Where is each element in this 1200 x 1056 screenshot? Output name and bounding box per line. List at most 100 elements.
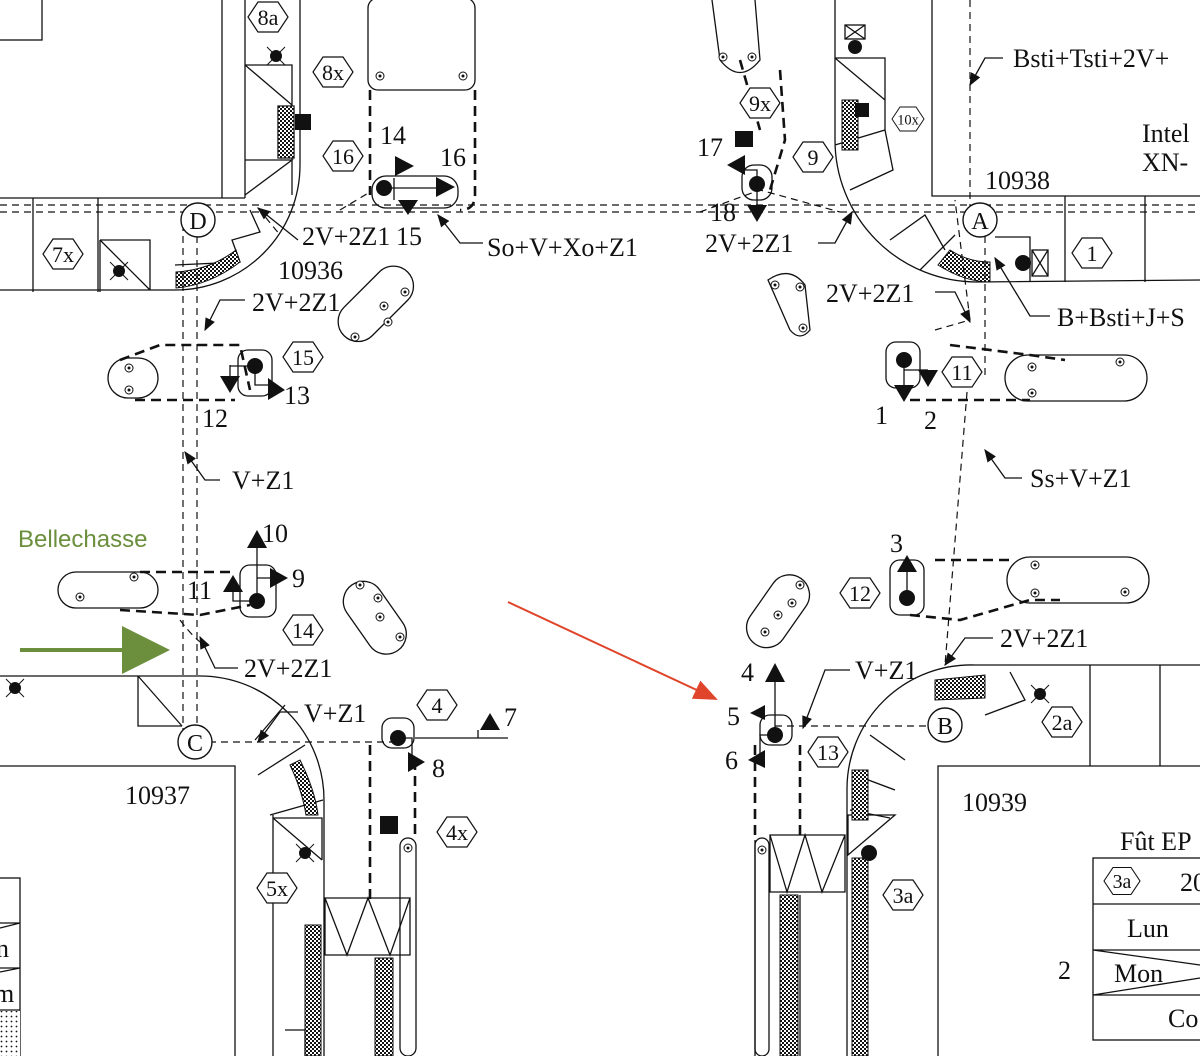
cable-labels: Bsti+Tsti+2V+ 2V+2Z1 So+V+Xo+Z1 2V+2Z1 2… xyxy=(125,44,1190,817)
note-line: XN- xyxy=(1142,148,1188,177)
cable-label: V+Z1 xyxy=(304,699,366,728)
pole-A: A xyxy=(962,202,998,238)
signal-number: 3 xyxy=(890,529,903,558)
cable-label: V+Z1 xyxy=(232,466,294,495)
signal-number: 4 xyxy=(741,658,754,687)
svg-text:13: 13 xyxy=(817,740,839,765)
table-tag: 3a xyxy=(1113,871,1132,893)
pole-B: B xyxy=(927,707,963,743)
signal-number: 16 xyxy=(440,143,466,172)
signal-number: 11 xyxy=(187,576,212,605)
signal-number: 8 xyxy=(432,754,445,783)
svg-text:12: 12 xyxy=(849,581,871,606)
signal-number: 1 xyxy=(875,401,888,430)
pole-C: C xyxy=(177,724,213,760)
signal-number: 13 xyxy=(284,381,310,410)
hex-tag: 14 xyxy=(282,614,324,646)
table-cell: m xyxy=(0,979,14,1008)
signal-number: 15 xyxy=(396,222,422,251)
cable-label: Bsti+Tsti+2V+ xyxy=(1013,44,1169,73)
hex-tag: 9 xyxy=(792,141,834,173)
table-side-label: 2 xyxy=(1058,956,1071,985)
hex-tag: 2a xyxy=(1041,706,1083,738)
hex-tag: 1 xyxy=(1087,241,1098,266)
hex-tag: 16 xyxy=(322,140,364,172)
cable-label: 2V+2Z1 xyxy=(1000,624,1088,653)
cable-label: 2V+2Z1 xyxy=(244,654,332,683)
pole-D: D xyxy=(180,202,216,238)
svg-text:16: 16 xyxy=(332,144,354,169)
hex-tag: 15 xyxy=(282,341,324,373)
hex-tag: 11 xyxy=(941,356,983,388)
leader-lines xyxy=(184,57,1050,744)
building-number: 10938 xyxy=(985,166,1050,195)
hex-tag: 4x xyxy=(436,816,478,848)
legend-table: Fût EP 3a 20 Lun Mon Co 2 xyxy=(1058,827,1200,1041)
svg-text:9x: 9x xyxy=(749,91,771,116)
cable-label: V+Z1 xyxy=(855,656,917,685)
islands xyxy=(57,265,1150,655)
signal-number: 2 xyxy=(924,406,937,435)
cable-label: 2V+2Z1 xyxy=(826,279,914,308)
hex-tags: 8a 8x 16 9x 9 10x 1 7x 15 11 12 14 4 4x … xyxy=(42,1,1098,911)
hex-tag: 10x xyxy=(891,106,925,132)
signal-number: 18 xyxy=(710,198,736,227)
signal-number: 10 xyxy=(262,519,288,548)
signal-number: 14 xyxy=(380,121,406,150)
cable-label: B+Bsti+J+S xyxy=(1057,303,1185,332)
cable-routes xyxy=(0,0,1200,900)
svg-text:11: 11 xyxy=(951,360,972,385)
svg-text:10x: 10x xyxy=(897,113,919,129)
table-cell: Co xyxy=(1168,1004,1198,1033)
table-cell: Lun xyxy=(1127,914,1169,943)
signal-number: 12 xyxy=(202,404,228,433)
svg-text:4: 4 xyxy=(432,693,443,718)
signal-number: 5 xyxy=(727,702,740,731)
cable-label: 2V+2Z1 xyxy=(705,229,793,258)
svg-text:5x: 5x xyxy=(266,876,288,901)
building-number: 10937 xyxy=(125,781,190,810)
table-cell: 20 xyxy=(1180,868,1200,897)
pole-label: B xyxy=(937,714,953,740)
cable-label: Ss+V+Z1 xyxy=(1030,464,1132,493)
hex-tag: 13 xyxy=(807,736,849,768)
left-table: n m xyxy=(0,877,21,1056)
cable-label: 2V+2Z1 xyxy=(302,222,390,251)
pole-label: C xyxy=(187,731,203,757)
signal-number: 7 xyxy=(504,703,517,732)
hex-tag: 9x xyxy=(739,87,781,119)
hex-tag: 12 xyxy=(839,577,881,609)
signal-number: 9 xyxy=(292,564,305,593)
hex-tag: 5x xyxy=(256,872,298,904)
signal-number: 17 xyxy=(697,133,723,162)
svg-text:8x: 8x xyxy=(322,60,344,85)
note-line: Intel xyxy=(1142,119,1190,148)
table-title: Fût EP xyxy=(1120,827,1192,856)
hex-tag: 7x xyxy=(42,238,84,270)
hex-tag: 8x xyxy=(312,56,354,88)
svg-text:15: 15 xyxy=(292,345,314,370)
svg-text:8a: 8a xyxy=(258,5,279,30)
table-cell: Mon xyxy=(1114,959,1163,988)
pole-label: D xyxy=(189,209,206,235)
red-arrow xyxy=(507,601,718,700)
cable-label: 2V+2Z1 xyxy=(252,288,340,317)
svg-text:4x: 4x xyxy=(446,820,468,845)
hex-tag: 8a xyxy=(247,1,289,33)
svg-text:14: 14 xyxy=(292,618,314,643)
svg-text:1: 1 xyxy=(1087,241,1098,266)
svg-text:9: 9 xyxy=(808,145,819,170)
signal-heads xyxy=(5,46,1050,863)
svg-text:2a: 2a xyxy=(1052,710,1073,735)
building-number: 10936 xyxy=(278,256,343,285)
hex-tag: 4 xyxy=(416,689,458,721)
signal-numbers: 14 16 15 17 18 1 2 13 12 10 11 9 3 4 5 6… xyxy=(187,121,937,783)
building-number: 10939 xyxy=(962,788,1027,817)
svg-text:3a: 3a xyxy=(893,883,914,908)
table-cell: n xyxy=(0,934,9,963)
cable-label: So+V+Xo+Z1 xyxy=(487,233,638,262)
svg-text:7x: 7x xyxy=(52,242,74,267)
pole-label: A xyxy=(971,209,989,235)
